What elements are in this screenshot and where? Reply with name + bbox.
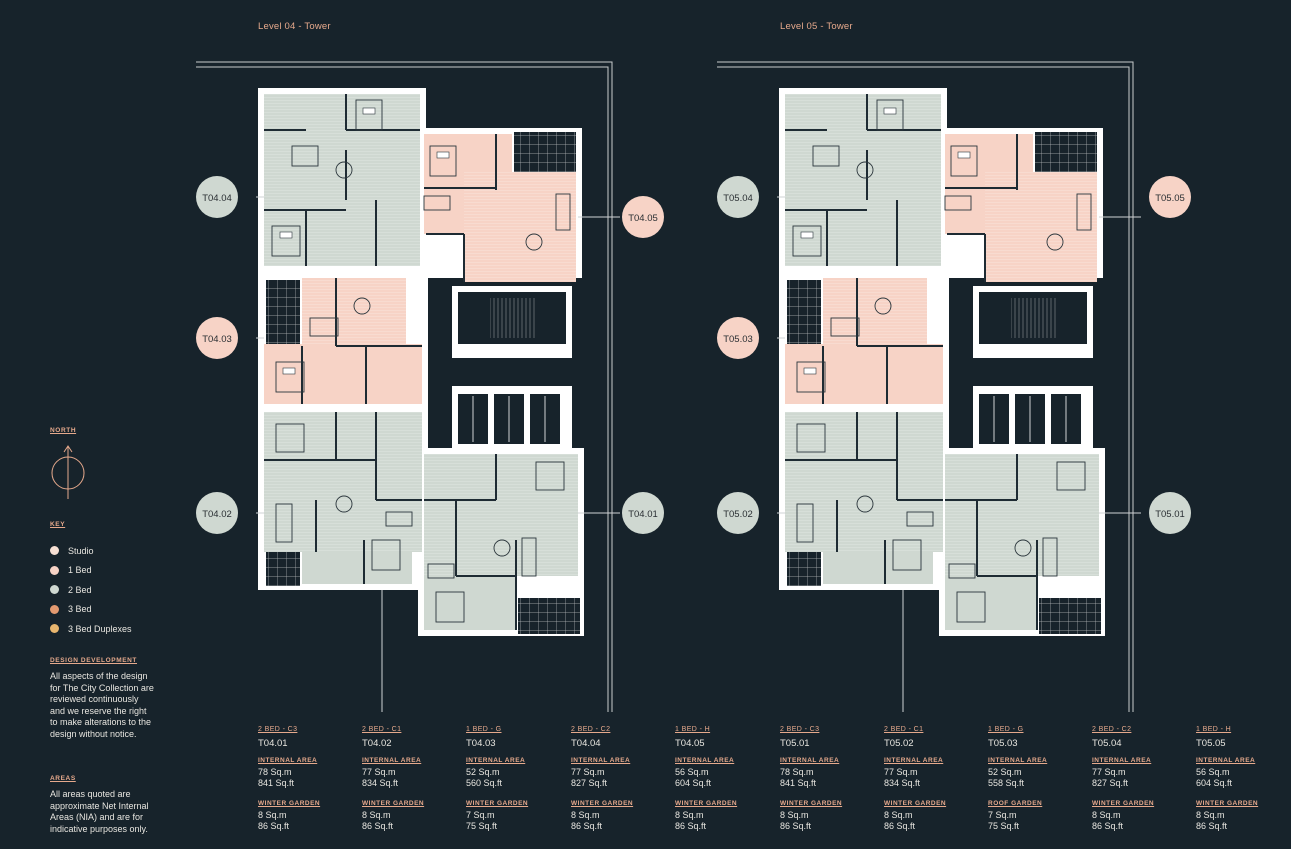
svg-text:T05.01: T05.01 bbox=[1155, 509, 1185, 520]
key-label: KEY bbox=[50, 521, 66, 528]
svg-text:T05.02: T05.02 bbox=[723, 509, 753, 520]
schedule-column: 2 BED - C2 T04.04 INTERNAL AREA 77 Sq.m … bbox=[571, 726, 634, 831]
schedule-column: 2 BED - C2 T05.04 INTERNAL AREA 77 Sq.m … bbox=[1092, 726, 1155, 831]
schedule-column: 1 BED - G T04.03 INTERNAL AREA 52 Sq.m 5… bbox=[466, 726, 529, 831]
unit-badge[interactable]: T04.03 bbox=[196, 317, 238, 359]
svg-text:T04.04: T04.04 bbox=[202, 193, 232, 204]
level-05-title: Level 05 - Tower bbox=[780, 21, 853, 32]
unit-badge[interactable]: T04.01 bbox=[622, 492, 664, 534]
svg-text:T05.05: T05.05 bbox=[1155, 193, 1185, 204]
unit-badge[interactable]: T05.03 bbox=[717, 317, 759, 359]
schedule-column: 2 BED - C1 T04.02 INTERNAL AREA 77 Sq.m … bbox=[362, 726, 425, 831]
schedule-column: 1 BED - H T04.05 INTERNAL AREA 56 Sq.m 6… bbox=[675, 726, 738, 831]
unit-badge[interactable]: T04.05 bbox=[622, 196, 664, 238]
unit-badge[interactable]: T05.01 bbox=[1149, 492, 1191, 534]
area-schedule: 2 BED - C3 T04.01 INTERNAL AREA 78 Sq.m … bbox=[0, 724, 1291, 849]
design-development-label: DESIGN DEVELOPMENT bbox=[50, 657, 138, 664]
unit-badge[interactable]: T04.02 bbox=[196, 492, 238, 534]
key-item-2-bed: 2 Bed bbox=[50, 580, 132, 600]
level-04-title: Level 04 - Tower bbox=[258, 21, 331, 32]
key-item-3-bed: 3 Bed bbox=[50, 600, 132, 620]
key-item-studio: Studio bbox=[50, 541, 132, 561]
svg-text:T04.05: T04.05 bbox=[628, 213, 658, 224]
svg-text:T05.04: T05.04 bbox=[723, 193, 753, 204]
legend-swatch bbox=[50, 565, 59, 575]
svg-text:T05.03: T05.03 bbox=[723, 334, 753, 345]
svg-text:T04.01: T04.01 bbox=[628, 509, 658, 520]
unit-badge[interactable]: T04.04 bbox=[196, 176, 238, 218]
unit-badge[interactable]: T05.04 bbox=[717, 176, 759, 218]
key-legend: Studio 1 Bed 2 Bed 3 Bed 3 Bed Duplexes bbox=[50, 541, 132, 639]
key-item-3-bed-duplexes: 3 Bed Duplexes bbox=[50, 619, 132, 639]
unit-badge[interactable]: T05.02 bbox=[717, 492, 759, 534]
legend-swatch bbox=[50, 585, 59, 595]
svg-text:T04.03: T04.03 bbox=[202, 334, 232, 345]
legend-swatch bbox=[50, 546, 59, 556]
north-arrow-icon bbox=[51, 445, 85, 499]
schedule-column: 1 BED - G T05.03 INTERNAL AREA 52 Sq.m 5… bbox=[988, 726, 1048, 831]
schedule-column: 2 BED - C3 T04.01 INTERNAL AREA 78 Sq.m … bbox=[258, 726, 321, 831]
north-label: NORTH bbox=[50, 427, 77, 434]
level-04-plan bbox=[195, 61, 621, 713]
schedule-column: 1 BED - H T05.05 INTERNAL AREA 56 Sq.m 6… bbox=[1196, 726, 1259, 831]
unit-badge[interactable]: T05.05 bbox=[1149, 176, 1191, 218]
legend-swatch bbox=[50, 604, 59, 614]
svg-text:T04.02: T04.02 bbox=[202, 509, 232, 520]
legend-swatch bbox=[50, 624, 59, 634]
schedule-column: 2 BED - C1 T05.02 INTERNAL AREA 77 Sq.m … bbox=[884, 726, 947, 831]
level-05-plan bbox=[716, 61, 1142, 713]
areas-text: All areas quoted are approximate Net Int… bbox=[50, 789, 149, 834]
design-development-text: All aspects of the design for The City C… bbox=[50, 671, 154, 739]
floor-plans: T04.04 T04.03 T04.02 T04.05 T04.01 T05.0… bbox=[195, 61, 1191, 713]
schedule-column: 2 BED - C3 T05.01 INTERNAL AREA 78 Sq.m … bbox=[780, 726, 843, 831]
areas-label: AREAS bbox=[50, 775, 76, 782]
key-item-1-bed: 1 Bed bbox=[50, 561, 132, 581]
